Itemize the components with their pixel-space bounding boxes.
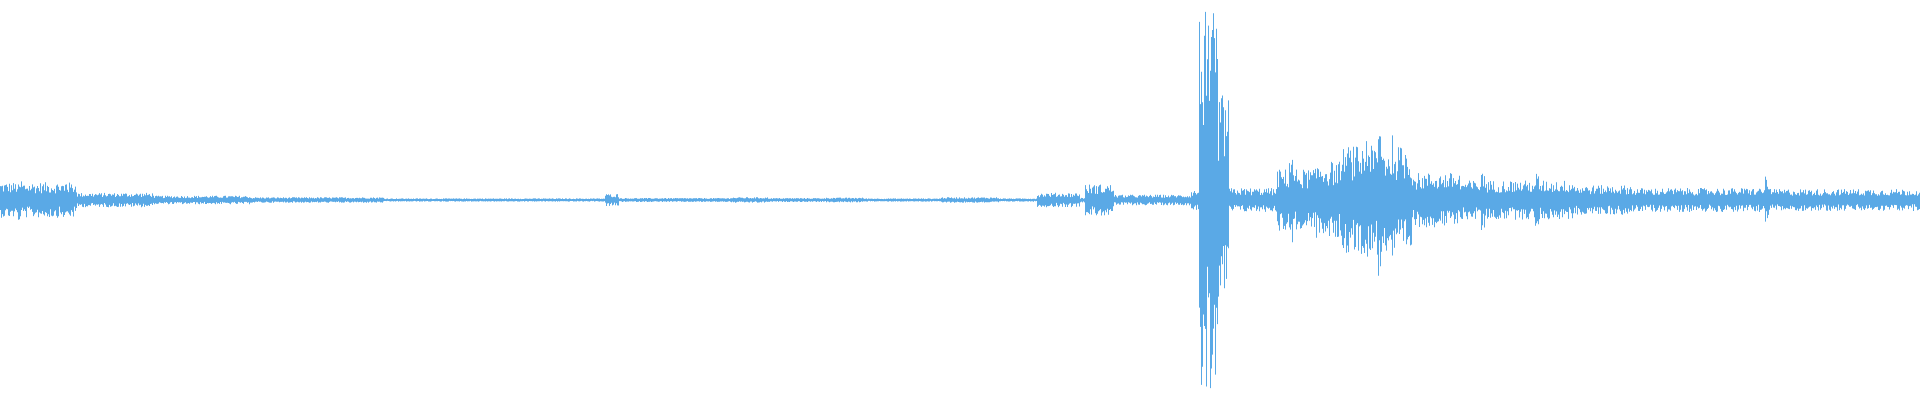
waveform-trace xyxy=(0,11,1920,389)
